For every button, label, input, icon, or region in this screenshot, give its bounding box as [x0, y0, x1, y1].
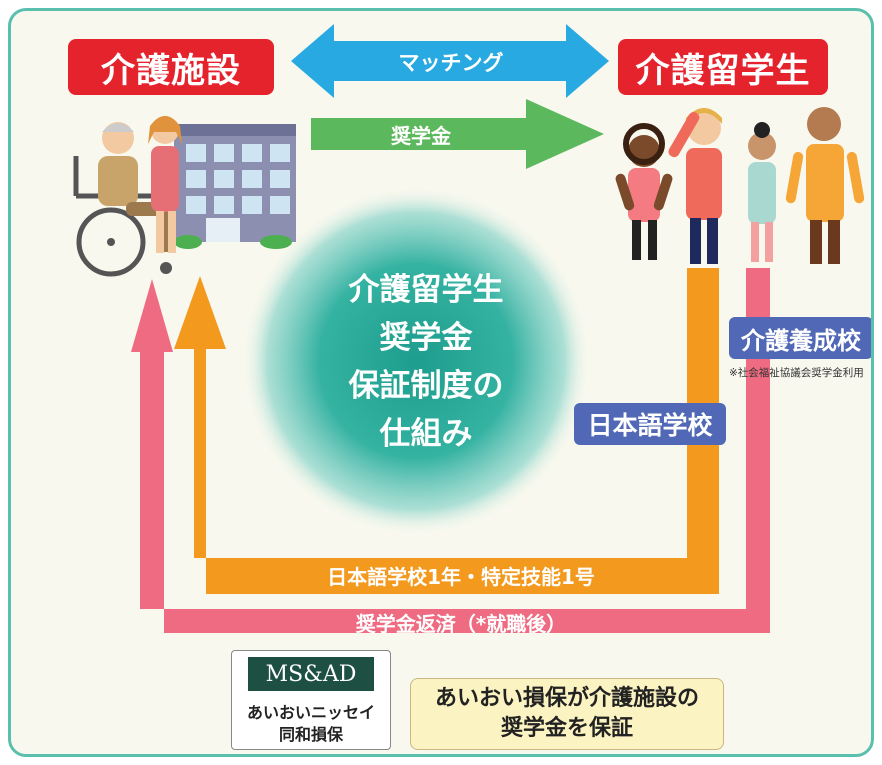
matching-text: マッチング: [398, 51, 504, 75]
diagram-graphics: [73, 24, 865, 633]
facility-label: 介護施設: [68, 39, 274, 95]
scholarship-arrow: [311, 99, 604, 169]
insurer-name-line2: 同和損保: [278, 725, 343, 744]
guarantee-line1: あいおい損保が介護施設の: [434, 686, 699, 711]
guarantee-box: あいおい損保が介護施設の 奨学金を保証: [410, 678, 724, 750]
matching-arrow: [291, 24, 609, 98]
diagram-frame: 介護施設 介護留学生 マッチング 奨学金 介護留学生 奨学金 保証制度の 仕組み…: [8, 8, 874, 757]
center-title-line4: 仕組み: [379, 416, 473, 452]
insurer-name-line1: あいおいニッセイ: [246, 703, 375, 722]
students-illustration: [615, 107, 865, 264]
students-label: 介護留学生: [618, 39, 828, 95]
guarantee-line2: 奨学金を保証: [500, 716, 633, 741]
center-title-line1: 介護留学生: [348, 272, 504, 308]
center-title: 介護留学生 奨学金 保証制度の 仕組み: [316, 266, 536, 458]
pink-path-label: 奨学金返済（*就職後）: [355, 611, 567, 636]
caregiver-and-resident-illustration: [73, 116, 182, 277]
orange-path-label: 日本語学校1年・特定技能1号: [327, 564, 595, 589]
scholarship-text: 奨学金: [391, 123, 451, 148]
insurer-logo: MS&AD: [248, 657, 374, 691]
facility-building-illustration: [174, 124, 296, 249]
center-title-line2: 奨学金: [379, 320, 473, 356]
kaigo-school-note: ※社会福祉協議会奨学金利用: [729, 367, 864, 379]
orange-path-arrow: [174, 268, 719, 594]
kaigo-school-label: 介護養成校: [729, 317, 871, 359]
center-circle: [241, 186, 591, 536]
japanese-school-label: 日本語学校: [574, 403, 726, 445]
insurer-box: MS&AD あいおいニッセイ 同和損保: [231, 650, 391, 750]
center-title-line3: 保証制度の: [348, 368, 504, 404]
